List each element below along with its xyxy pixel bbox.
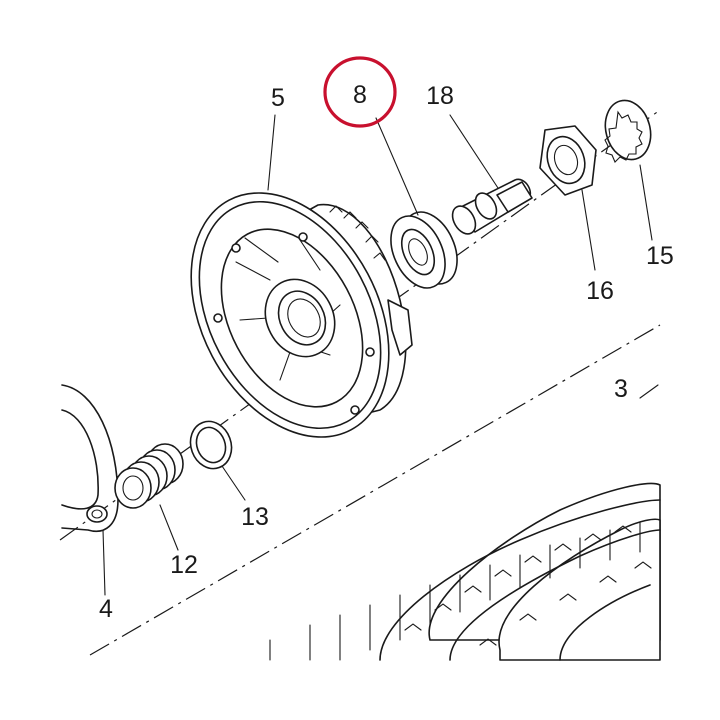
part-13-circlip bbox=[189, 420, 246, 501]
part-3-clutch-plate-pack bbox=[269, 384, 661, 661]
callout-18: 18 bbox=[426, 82, 454, 110]
part-5-pressure-plate bbox=[190, 114, 413, 438]
callout-3: 3 bbox=[614, 375, 628, 403]
callout-4: 4 bbox=[99, 595, 113, 623]
part-4-housing bbox=[61, 384, 119, 596]
part-8-bearing bbox=[375, 117, 458, 289]
clutch-pack-axis-line bbox=[89, 324, 661, 656]
part-16-nut bbox=[539, 125, 597, 271]
callout-16: 16 bbox=[586, 277, 614, 305]
highlight-circle-8 bbox=[323, 56, 397, 128]
part-12-spring bbox=[114, 443, 184, 551]
callout-12: 12 bbox=[170, 551, 198, 579]
part-15-lock-washer bbox=[604, 99, 653, 241]
callout-5: 5 bbox=[271, 84, 285, 112]
callout-13: 13 bbox=[241, 503, 269, 531]
part-18-pushrod bbox=[449, 114, 533, 235]
callout-15: 15 bbox=[646, 242, 674, 270]
callout-8: 8 bbox=[353, 81, 367, 109]
